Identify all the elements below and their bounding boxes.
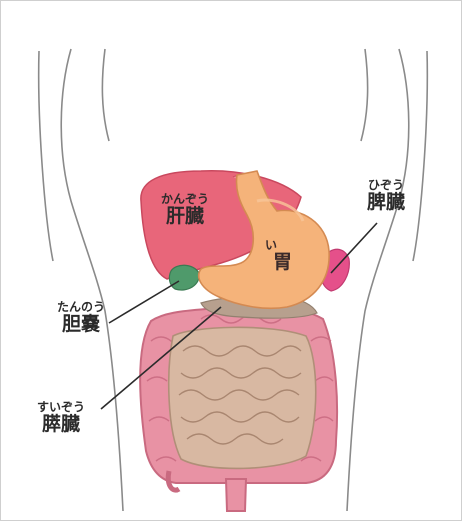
spleen-name: 脾臓: [367, 192, 405, 213]
body-outline-left: [61, 49, 123, 511]
small-intestine: [169, 327, 316, 468]
rectum: [226, 479, 246, 511]
gallbladder-name: 胆嚢: [57, 314, 105, 335]
label-gallbladder: たんのう 胆嚢: [57, 301, 105, 335]
label-stomach: い 胃: [265, 239, 292, 273]
pancreas-name: 膵臓: [37, 414, 85, 435]
label-liver: かんぞう 肝臓: [161, 193, 209, 227]
stomach-name: 胃: [273, 252, 292, 273]
leader-line-spleen: [331, 223, 377, 273]
liver-name: 肝臓: [161, 206, 209, 227]
label-pancreas: すいぞう 膵臓: [37, 401, 85, 435]
arm-line-left: [102, 49, 109, 141]
arm-outline-right: [413, 51, 427, 261]
gallbladder-shape: [169, 265, 199, 290]
body-outline-right: [347, 49, 409, 511]
label-spleen: ひぞう 脾臓: [367, 179, 405, 213]
arm-line-right: [361, 49, 368, 141]
arm-outline-left: [39, 51, 53, 261]
